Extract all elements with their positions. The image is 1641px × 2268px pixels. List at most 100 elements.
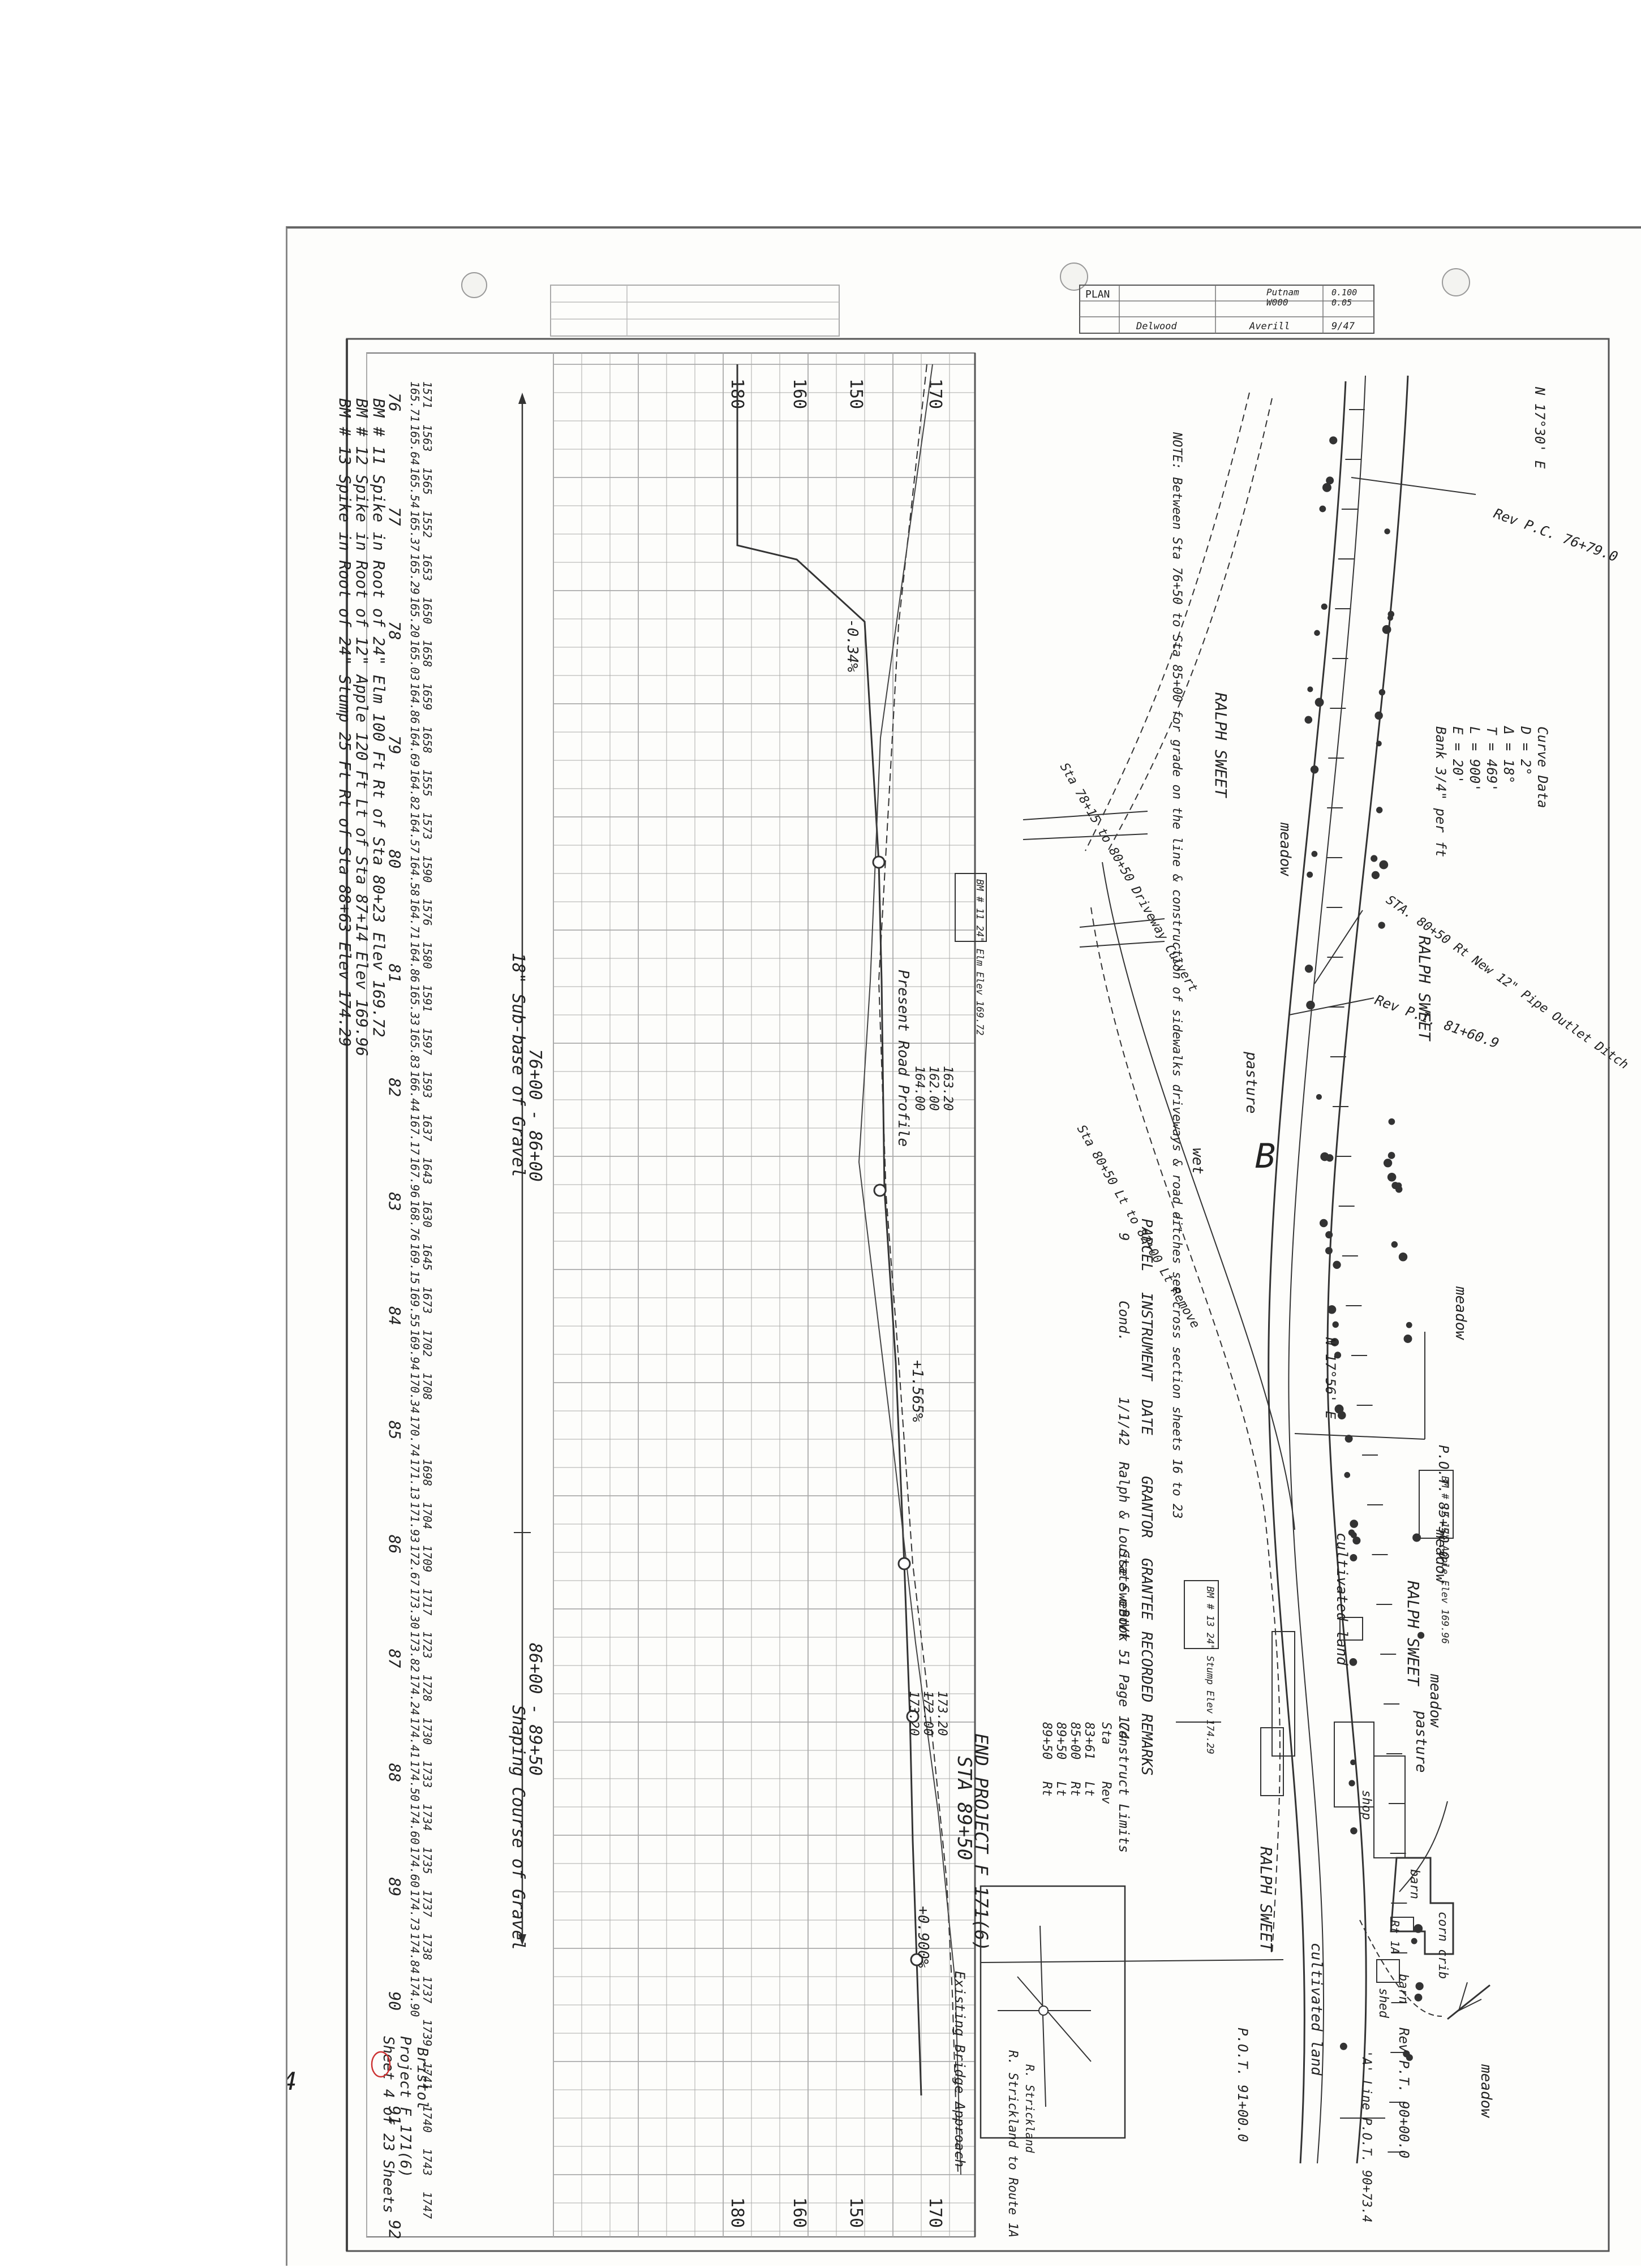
elev-pair-bottom: 170.74: [408, 1416, 422, 1457]
elev-pair-bottom: 174.84: [408, 1933, 422, 1974]
tree-dot: [1334, 1404, 1344, 1414]
curve-data-d: D = 2°: [1518, 726, 1533, 776]
elev-pair-bottom: 169.15: [408, 1243, 422, 1284]
curve-data-title: Curve Data: [1535, 726, 1550, 808]
tree-dot: [1350, 1759, 1356, 1766]
parcel-row-parcel: 9: [1116, 1233, 1132, 1241]
building-corn-crib: corn crib: [1436, 1912, 1450, 1979]
elev-pair-top: 1555: [420, 769, 434, 797]
elev-pair-top: 1658: [420, 726, 434, 754]
bm-box-13: [1184, 1580, 1219, 1649]
red-circle-mark: [371, 2051, 391, 2078]
subbase-range: 76+00 - 86+00: [525, 1049, 545, 1182]
grade-label-3: +0.900%: [914, 1906, 931, 1968]
elev-pair-top: 1637: [420, 1114, 434, 1141]
tree-dot: [1414, 1993, 1423, 2002]
land-use-meadow-4: meadow: [1427, 1673, 1444, 1728]
elev-pair-bottom: 171.93: [408, 1502, 422, 1543]
elev-pair-bottom: 168.76: [408, 1200, 422, 1241]
tree-dot: [1310, 765, 1319, 774]
parcel-marker-b: B: [1255, 1137, 1275, 1176]
station-label: 82: [385, 1078, 404, 1097]
tree-dot: [1406, 1322, 1412, 1328]
parcel-row-grantor: Ralph & Louise Sweet: [1116, 1462, 1132, 1625]
elev-stack-2c: 173.20: [907, 1691, 921, 1736]
sheet-code-1: 0.100: [1331, 287, 1357, 298]
contract-limit-4-rev: Rt: [1039, 1781, 1054, 1797]
tree-dot: [1307, 871, 1313, 878]
contract-limits-header-rev: Rev: [1099, 1781, 1113, 1804]
tree-dot: [1414, 1924, 1423, 1933]
station-label: 89: [385, 1877, 404, 1896]
contract-limit-1-rev: Lt: [1082, 1781, 1096, 1797]
station-label: 77: [385, 507, 404, 526]
land-use-cultivated-2: cultivated land: [1308, 1943, 1325, 2076]
tree-dot: [1382, 625, 1391, 634]
elev-pair-bottom: 174.24: [408, 1675, 422, 1715]
station-label: 80: [385, 850, 404, 869]
elev-pair-top: 1702: [420, 1329, 434, 1357]
elev-pair-top: 1597: [420, 1028, 434, 1055]
callout-rev-pi: Rev P.I. 81+60.9: [1373, 992, 1501, 1051]
elev-pair-bottom: 173.82: [408, 1632, 422, 1672]
callout-strickland: R. Strickland to Route 1A: [1006, 2050, 1020, 2237]
plan-area: [1023, 375, 1490, 2164]
callout-rev-pc: Rev P.C. 76+79.0: [1492, 505, 1620, 565]
elev-pair-top: 1737: [420, 1890, 434, 1917]
existing-ground-line: [736, 364, 922, 2096]
elevation-pairs: 1571165.711563165.641565165.541552165.37…: [408, 381, 434, 2219]
contract-limit-4-sta: 89+50: [1039, 1722, 1054, 1759]
elev-pair-top: 1733: [420, 1761, 434, 1788]
elev-pair-top: 1552: [420, 511, 434, 538]
parcel-row-grantee: State of Vt: [1116, 1550, 1132, 1639]
parcel-header-remarks: REMARKS: [1138, 1714, 1155, 1776]
tree-dot: [1322, 483, 1331, 492]
elev-stack-2a: 173.20: [935, 1691, 949, 1736]
punch-hole: [1442, 268, 1470, 296]
elev-pair-top: 1630: [420, 1200, 434, 1228]
tree-dot: [1325, 1247, 1333, 1255]
owner-label-2: RALPH SWEET: [1415, 936, 1434, 1042]
sheet-code-2: 0.05: [1331, 298, 1352, 308]
tree-dot: [1406, 2054, 1413, 2062]
owner-label-1: RALPH SWEET: [1212, 692, 1230, 799]
elev-pair-bottom: 164.71: [408, 898, 422, 939]
elev-pair-top: 1738: [420, 1933, 434, 1960]
elev-pair-top: 1737: [420, 1976, 434, 2003]
margin-mark: 4: [287, 2067, 297, 2096]
elev-pair-top: 1743: [420, 2149, 434, 2176]
elev-pair-top: 1704: [420, 1502, 434, 1529]
elev-pair-bottom: 165.29: [408, 554, 422, 595]
elev-pair-bottom: 174.50: [408, 1761, 422, 1801]
elev-pair-top: 1728: [420, 1675, 434, 1702]
benchmark-11: BM # 11 Spike in Root of 24" Elm 100 Ft …: [370, 398, 388, 1037]
tree-dot: [1304, 716, 1313, 724]
elev-pair-bottom: 165.71: [408, 381, 422, 422]
punch-hole: [461, 272, 487, 298]
elev-pair-top: 1571: [420, 381, 434, 408]
curve-data-l: L = 900': [1467, 726, 1483, 792]
tree-dot: [1379, 860, 1389, 870]
elev-pair-bottom: 165.33: [408, 985, 422, 1026]
contract-limit-2-rev: Rt: [1068, 1781, 1082, 1797]
elev-pair-top: 1741: [420, 2062, 434, 2089]
tree-dot: [1376, 741, 1382, 747]
shaping-text: Shaping Course of Gravel: [508, 1705, 528, 1950]
station-label: 81: [385, 963, 404, 983]
parcel-header-date: DATE: [1138, 1399, 1155, 1435]
elev-pair-bottom: 173.30: [408, 1588, 422, 1629]
tree-dot: [1350, 1827, 1358, 1835]
elev-pair-bottom: 167.17: [408, 1114, 422, 1155]
elev-pair-top: 1653: [420, 554, 434, 581]
elev-pair-top: 1723: [420, 1632, 434, 1659]
existing-bridge-text: Existing Bridge Approach: [952, 1971, 968, 2167]
land-use-pasture-2: pasture: [1412, 1710, 1429, 1773]
elev-pair-bottom: 174.73: [408, 1890, 422, 1931]
tree-dot: [1314, 698, 1324, 707]
elev-pair-top: 1735: [420, 1847, 434, 1874]
elev-pair-top: 1717: [420, 1588, 434, 1615]
tree-dot: [1391, 1241, 1398, 1248]
tree-dot: [1344, 1435, 1353, 1443]
elev-pair-top: 1645: [420, 1243, 434, 1271]
